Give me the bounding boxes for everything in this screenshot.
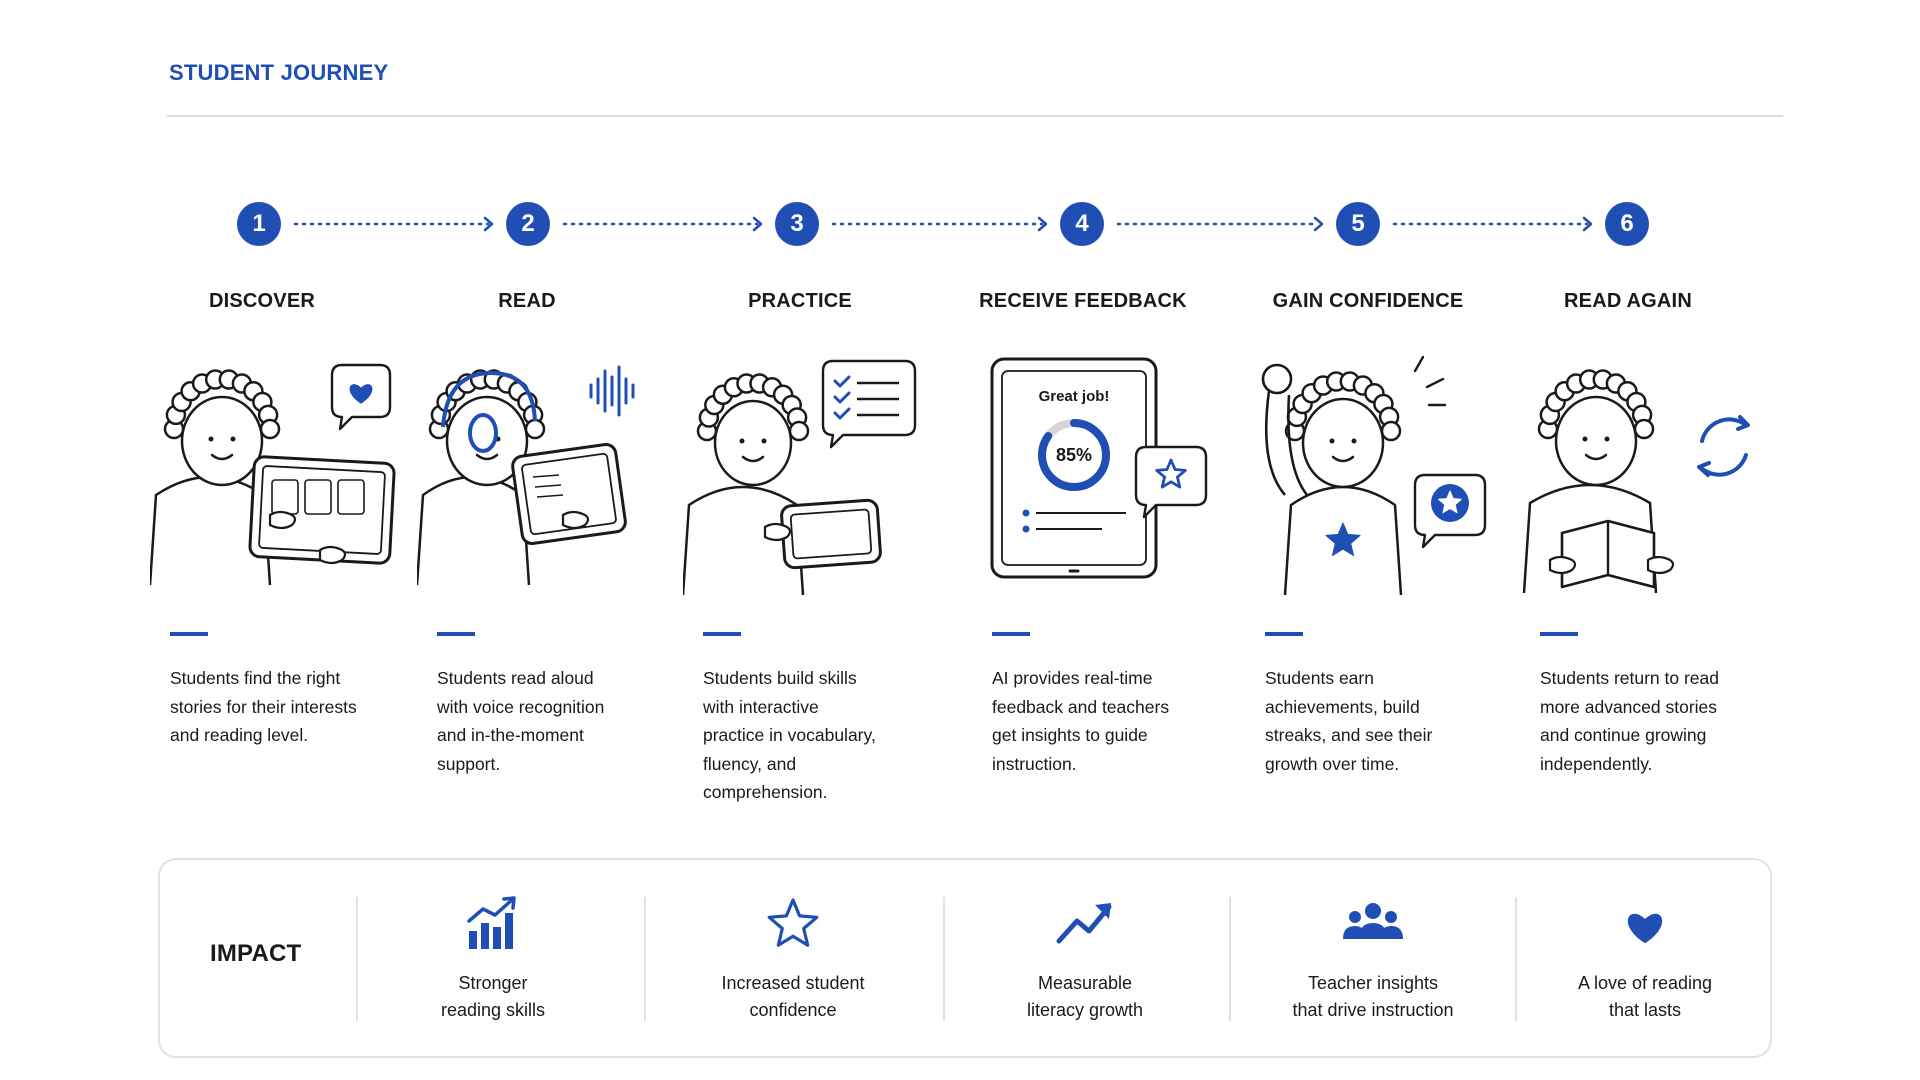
step-number-badge: 4 <box>1060 202 1104 246</box>
impact-item: Stronger reading skills <box>373 895 613 1025</box>
step-description-line: AI provides real-time <box>992 668 1153 688</box>
step-description: Students find the right stories for their… <box>170 664 400 750</box>
step-description-line: instruction. <box>992 753 1077 774</box>
step-title: READ <box>498 290 556 312</box>
impact-text-line: Increased student <box>721 973 865 993</box>
step-description-line: fluency, and <box>703 753 797 774</box>
impact-divider <box>943 897 945 1021</box>
step-number-badge: 1 <box>237 202 281 246</box>
impact-text: Teacher insights that drive instruction <box>1253 970 1493 1024</box>
step-description: Students earn achievements, build streaks,… <box>1265 664 1495 778</box>
impact-text-line: Stronger <box>458 973 528 993</box>
impact-text-line: Teacher insights <box>1307 973 1439 993</box>
step-description-line: more advanced stories <box>1540 696 1718 717</box>
page-title: STUDENT JOURNEY <box>169 60 389 85</box>
impact-text-line: that lasts <box>1608 1000 1682 1020</box>
step-description: Students read aloud with voice recognitio… <box>437 664 667 778</box>
impact-item: Measurable literacy growth <box>965 895 1205 1025</box>
impact-item: Teacher insights that drive instruction <box>1253 895 1493 1025</box>
step-title: PRACTICE <box>748 290 852 312</box>
step-accent-bar <box>1265 632 1303 636</box>
step-description-line: Students build skills <box>703 668 857 688</box>
impact-item: Increased student confidence <box>673 895 913 1025</box>
step-description-line: Students read aloud <box>437 668 594 688</box>
student-with-headphones-audio-wave-icon <box>415 355 677 595</box>
impact-text-line: reading skills <box>440 1000 546 1020</box>
step-description-line: and in-the-moment <box>437 725 584 745</box>
impact-text: A love of reading that lasts <box>1525 970 1765 1024</box>
step-accent-bar <box>992 632 1030 636</box>
step-number-badge: 3 <box>775 202 819 246</box>
impact-text: Measurable literacy growth <box>965 970 1205 1024</box>
step-description-line: stories for their interests <box>170 696 357 717</box>
tablet-score: 85% <box>1056 445 1092 465</box>
impact-text: Stronger reading skills <box>373 970 613 1024</box>
impact-text: Increased student confidence <box>673 970 913 1024</box>
step-accent-bar <box>170 632 208 636</box>
step-number-badge: 2 <box>506 202 550 246</box>
impact-text-line: A love of reading <box>1577 973 1713 993</box>
step-description-line: and reading level. <box>170 725 309 745</box>
impact-text-line: confidence <box>749 1000 837 1020</box>
step-description-line: and continue growing <box>1540 725 1707 745</box>
step-description-line: Students return to read <box>1540 668 1719 688</box>
step-description: Students build skills with interactive pra… <box>703 664 933 807</box>
step-accent-bar <box>437 632 475 636</box>
step-accent-bar <box>703 632 741 636</box>
step-description-line: support. <box>437 753 501 774</box>
impact-text-line: Measurable <box>1037 973 1133 993</box>
step-description-line: growth over time. <box>1265 753 1400 774</box>
cheering-student-star-badge-icon <box>1245 355 1505 596</box>
step-accent-bar <box>1540 632 1578 636</box>
impact-divider <box>1515 897 1517 1021</box>
step-description-line: with voice recognition <box>437 696 605 717</box>
step-description-line: Students earn <box>1265 668 1374 688</box>
trend-up-arrow-icon <box>1055 895 1115 955</box>
tablet-score-star-bubble-icon: Great job! 85% <box>990 355 1250 595</box>
impact-text-line: that drive instruction <box>1292 1000 1454 1020</box>
step-title: DISCOVER <box>208 290 316 312</box>
step-title: RECEIVE FEEDBACK <box>979 290 1187 312</box>
step-description-line: Students find the right <box>170 668 341 688</box>
impact-divider <box>356 897 358 1021</box>
step-description-line: practice in vocabulary, <box>703 725 876 745</box>
impact-divider <box>1229 897 1231 1021</box>
impact-panel <box>158 858 1772 1058</box>
step-description: Students return to read more advanced sto… <box>1540 664 1770 778</box>
step-description-line: feedback and teachers <box>992 696 1170 717</box>
bar-chart-growth-icon <box>463 895 523 955</box>
step-description-line: independently. <box>1540 753 1653 774</box>
step-description-line: streaks, and see their <box>1265 725 1433 745</box>
student-with-tablet-heart-bubble-icon <box>148 355 410 595</box>
student-with-tablet-checklist-bubble-icon <box>681 355 943 596</box>
step-number-badge: 5 <box>1336 202 1380 246</box>
impact-divider <box>644 897 646 1021</box>
impact-text-line: literacy growth <box>1026 1000 1144 1020</box>
student-reading-book-refresh-icon <box>1520 355 1780 595</box>
step-description-line: achievements, build <box>1265 696 1420 717</box>
step-description-line: with interactive <box>703 696 819 717</box>
step-number-badge: 6 <box>1605 202 1649 246</box>
impact-item: A love of reading that lasts <box>1525 895 1765 1025</box>
star-outline-icon <box>763 895 823 955</box>
score-ring <box>1038 419 1110 491</box>
step-title: GAIN CONFIDENCE <box>1272 290 1464 312</box>
step-description-line: get insights to guide <box>992 725 1148 745</box>
step-description-line: comprehension. <box>703 782 828 802</box>
heart-icon <box>1615 895 1675 955</box>
impact-label: IMPACT <box>210 940 302 967</box>
step-title: READ AGAIN <box>1564 290 1692 312</box>
tablet-message: Great job! <box>1039 388 1110 405</box>
title-divider <box>167 115 1783 117</box>
people-group-icon <box>1343 895 1403 955</box>
step-description: AI provides real-time feedback and teache… <box>992 664 1222 778</box>
